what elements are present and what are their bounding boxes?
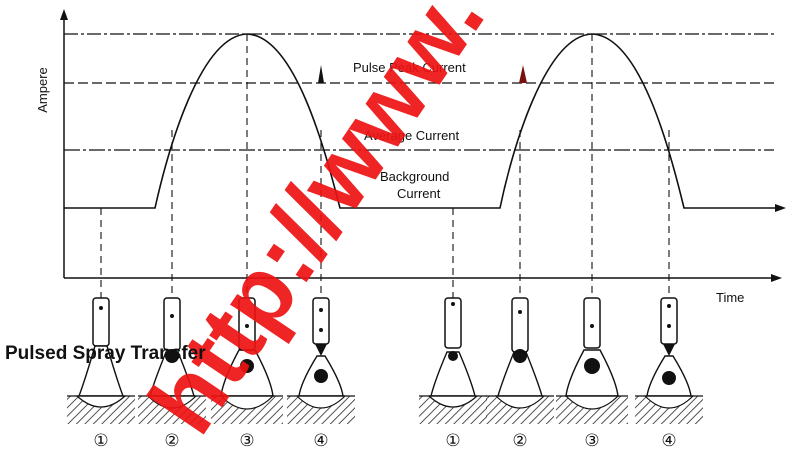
stage-number: ② [164,431,179,451]
x-axis-label: Time [716,290,744,305]
electrode [583,297,601,349]
peak-marker-right [519,65,527,83]
wire-dot [667,324,671,328]
wire-dot [170,314,174,318]
stage-number: ④ [661,431,676,451]
wire-dot [319,328,323,332]
droplet [584,358,600,374]
background-current-label-2: Current [397,186,441,201]
stage-number: ③ [584,431,599,451]
wire-dot [518,310,522,314]
wire-dot [451,302,455,306]
transfer-stage-2 [486,297,554,424]
droplet [314,369,328,383]
current-waveform [64,33,778,209]
watermark: http://www. [129,0,505,452]
background-current-label-1: Background [380,169,449,184]
stage-number: ③ [239,431,254,451]
transfer-stage-2 [138,297,206,424]
wire-dot [245,324,249,328]
droplet [448,351,458,361]
stage-numbers: ① ② ③ ④ ① ② ③ ④ [93,431,676,451]
reference-lines [64,33,774,151]
droplet [662,371,676,385]
transfer-stage-1 [419,297,487,424]
stage-number: ④ [313,431,328,451]
average-current-label: Average Current [364,128,460,143]
electrode [511,297,529,353]
neck [663,344,675,356]
transfer-stage-4 [635,297,703,424]
peak-marker-left [318,65,324,83]
transfer-stage-4 [287,297,355,424]
droplet [513,349,527,363]
wire-dot [319,308,323,312]
wire-dot [99,306,103,310]
axes [60,9,782,282]
stage-number: ① [445,431,460,451]
transfer-stage-1 [67,297,135,424]
stage-number: ① [93,431,108,451]
electrode [92,297,110,347]
drop-lines [100,34,670,298]
electrode [444,297,462,349]
y-axis-arrow [60,9,68,20]
x-axis-arrow [771,274,782,282]
pulse-peak-label: Pulse Peak Current [353,60,466,75]
side-title: Pulsed Spray Transfer [5,343,206,364]
droplet [240,359,254,373]
stage-number: ② [512,431,527,451]
y-axis-label: Ampere [35,67,50,113]
waveform-arrow [775,204,786,212]
wire-dot [667,304,671,308]
transfer-stage-3 [211,297,283,424]
wire-dot [590,324,594,328]
neck [315,344,327,356]
transfer-stage-3 [556,297,628,424]
